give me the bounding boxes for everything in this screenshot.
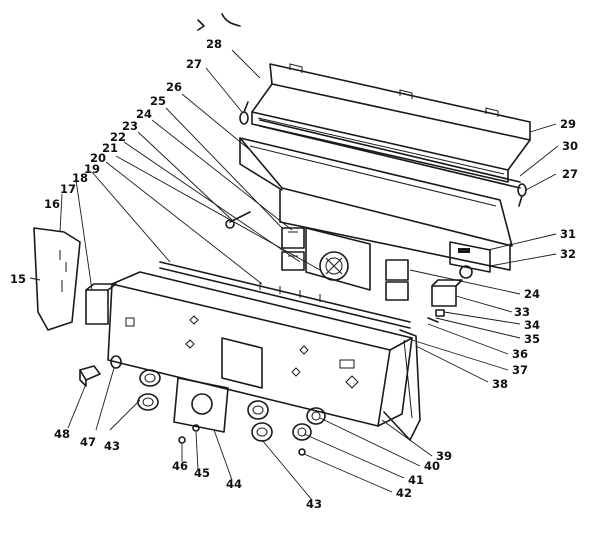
callout-35: 35 xyxy=(524,332,540,346)
washer-46 xyxy=(178,436,186,444)
clip-set xyxy=(427,309,445,323)
side-bracket xyxy=(33,227,81,331)
callout-19: 19 xyxy=(84,162,100,176)
callout-34: 34 xyxy=(524,318,540,332)
callout-15: 15 xyxy=(10,272,26,286)
knob-right-lower xyxy=(251,422,273,442)
end-bracket xyxy=(383,329,421,441)
callout-27: 27 xyxy=(562,167,578,181)
callout-36: 36 xyxy=(512,347,528,361)
callout-32: 32 xyxy=(560,247,576,261)
knob-right-upper xyxy=(247,400,269,420)
callout-42: 42 xyxy=(396,486,412,500)
callout-40: 40 xyxy=(424,459,440,473)
element-rod xyxy=(259,119,521,189)
switch-right xyxy=(385,259,409,301)
callout-38: 38 xyxy=(492,377,508,391)
timer-module xyxy=(305,227,371,291)
callout-48: 48 xyxy=(54,427,70,441)
callout-29: 29 xyxy=(560,117,576,131)
leader-lines xyxy=(29,49,559,501)
callout-16: 16 xyxy=(44,197,60,211)
callout-28: 28 xyxy=(206,37,222,51)
callout-41: 41 xyxy=(408,473,424,487)
callout-44: 44 xyxy=(226,477,242,491)
back-panel xyxy=(239,137,513,247)
wire-rail xyxy=(159,261,411,329)
washer-45 xyxy=(192,424,200,432)
top-marks xyxy=(197,13,241,31)
callout-18: 18 xyxy=(72,171,88,185)
callout-labels: 28 27 26 25 24 23 22 21 20 19 18 17 16 1… xyxy=(10,37,578,511)
callout-26: 26 xyxy=(166,80,182,94)
callout-25: 25 xyxy=(150,94,166,108)
callout-30: 30 xyxy=(562,139,578,153)
mounting-bracket xyxy=(279,189,511,271)
screw-left xyxy=(239,101,249,125)
callout-24: 24 xyxy=(524,287,540,301)
callout-27: 27 xyxy=(186,57,202,71)
callout-43: 43 xyxy=(104,439,120,453)
upper-cover-panel xyxy=(251,63,531,183)
callout-39: 39 xyxy=(436,449,452,463)
callout-43: 43 xyxy=(306,497,322,511)
callout-45: 45 xyxy=(194,466,210,480)
callout-37: 37 xyxy=(512,363,528,377)
callout-33: 33 xyxy=(514,305,530,319)
callout-20: 20 xyxy=(90,151,106,165)
control-panel xyxy=(107,271,413,427)
indicator-plate xyxy=(449,241,491,279)
knob-left-lower xyxy=(137,393,159,411)
callout-47: 47 xyxy=(80,435,96,449)
callout-31: 31 xyxy=(560,227,576,241)
nut xyxy=(298,448,306,456)
relay-block xyxy=(431,279,463,307)
escutcheon-plate xyxy=(173,377,229,433)
lamp-socket xyxy=(79,365,101,387)
callout-23: 23 xyxy=(122,119,138,133)
push-button-upper xyxy=(306,407,326,425)
callout-24: 24 xyxy=(136,107,152,121)
callout-17: 17 xyxy=(60,182,76,196)
bushing xyxy=(110,355,122,369)
switch-left xyxy=(281,227,305,271)
callout-21: 21 xyxy=(102,141,118,155)
screw-right xyxy=(517,183,527,207)
callout-22: 22 xyxy=(110,130,126,144)
push-button-lower xyxy=(292,423,312,441)
knob-left-upper xyxy=(139,369,161,387)
callout-46: 46 xyxy=(172,459,188,473)
